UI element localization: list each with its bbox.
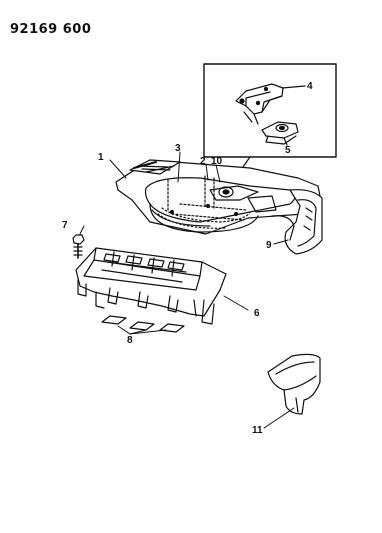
callout-11: 11 — [252, 425, 263, 436]
floor-pan — [115, 159, 323, 255]
diagram-number: 92169 600 — [10, 22, 92, 37]
callout-2: 2 — [200, 156, 206, 167]
pads — [101, 315, 185, 333]
callout-3: 3 — [175, 143, 181, 154]
callout-6: 6 — [254, 308, 260, 319]
callout-10: 10 — [211, 156, 223, 167]
callout-7: 7 — [62, 220, 68, 231]
callout-labels: 1 2 3 4 5 6 7 8 9 10 11 — [62, 81, 313, 436]
callout-4: 4 — [307, 81, 313, 92]
underbody-shield — [75, 247, 227, 325]
bolt — [72, 234, 85, 259]
callout-5: 5 — [285, 145, 291, 156]
callout-1: 1 — [98, 152, 104, 163]
callout-8: 8 — [127, 335, 133, 346]
leader-lines — [79, 151, 295, 429]
callout-9: 9 — [266, 240, 272, 251]
inset-detail-box — [203, 63, 337, 158]
extension-panel — [267, 353, 321, 415]
